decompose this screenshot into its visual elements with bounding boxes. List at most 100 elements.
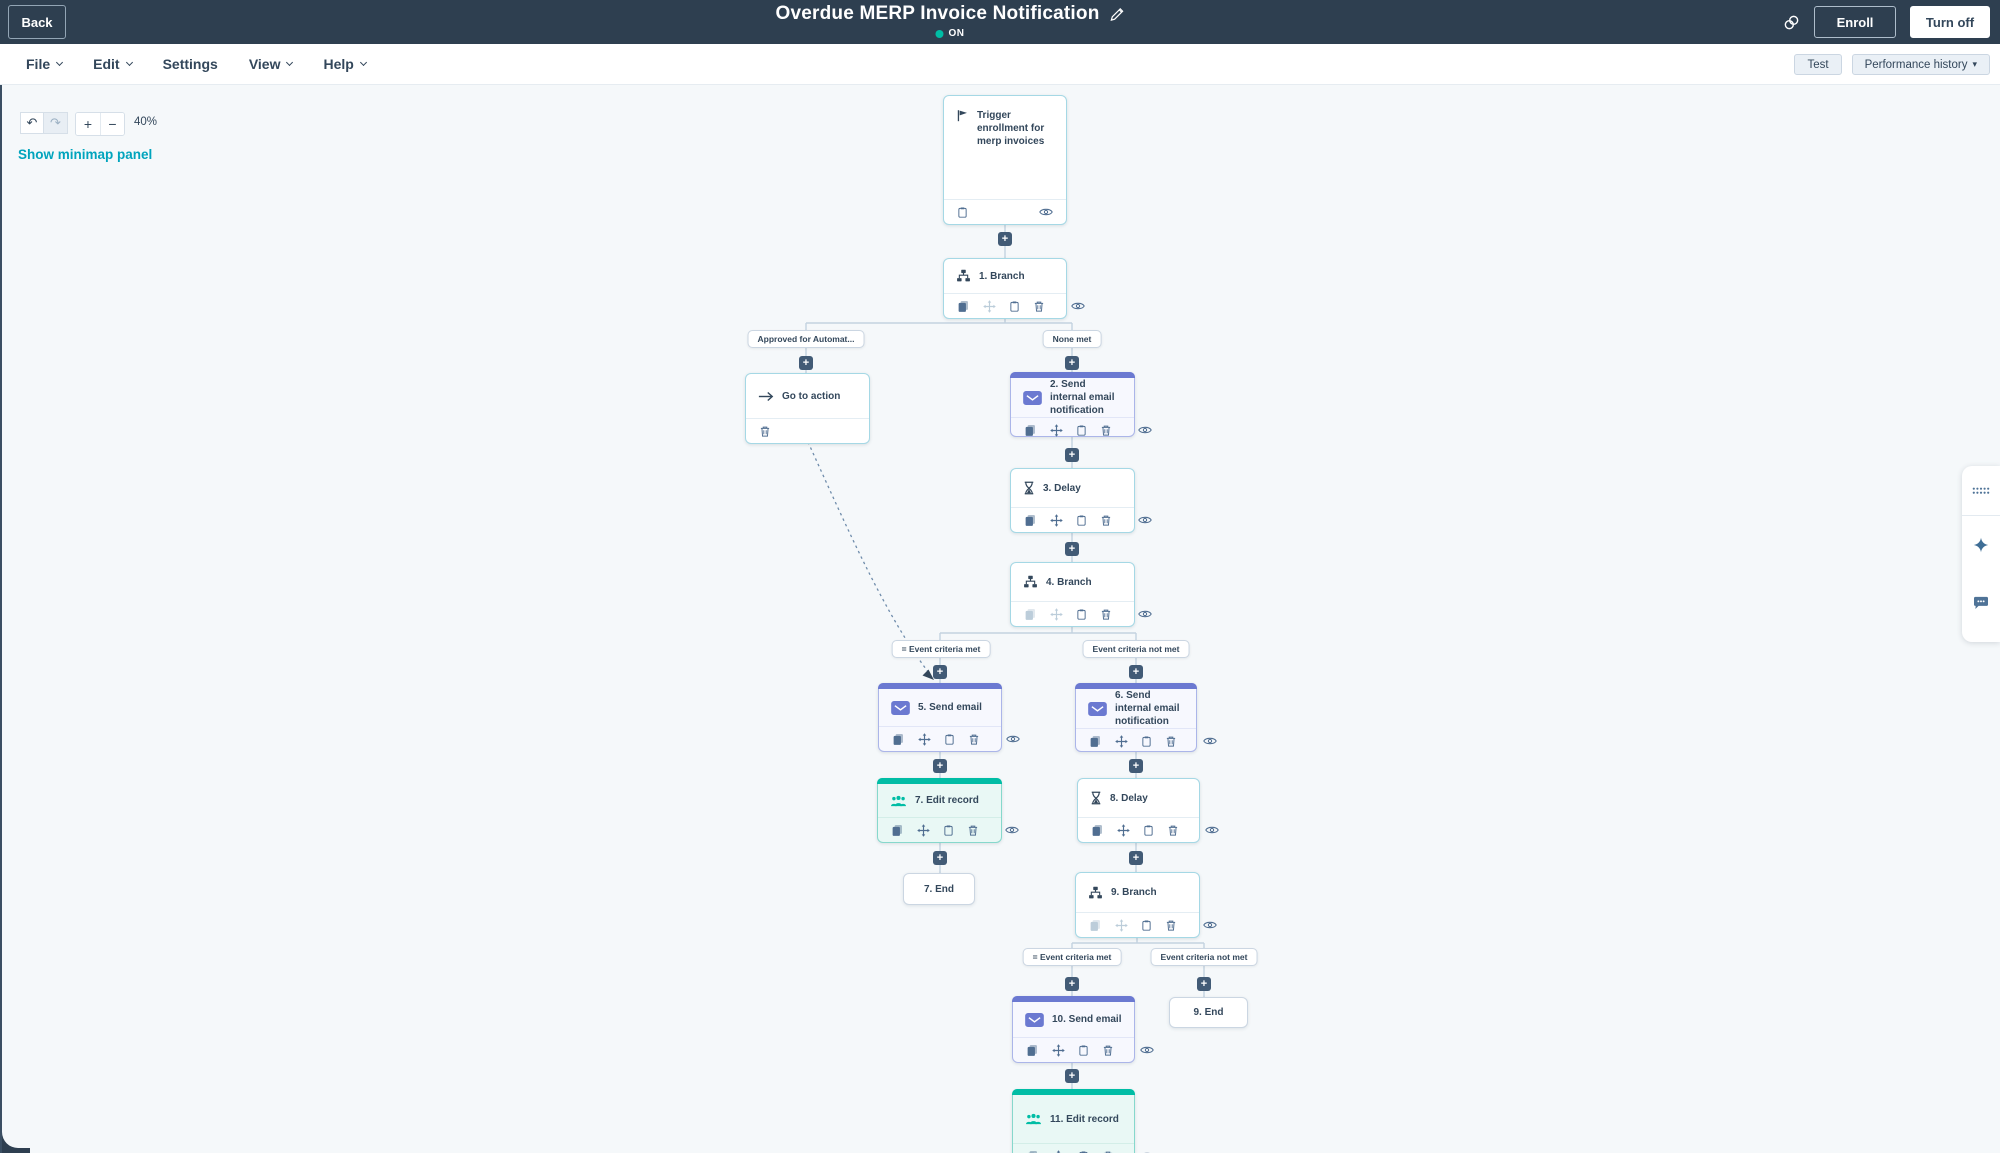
copy-icon[interactable] [1009,300,1020,313]
eye-icon[interactable] [1205,825,1219,835]
delete-icon[interactable] [759,425,771,438]
add-action-button[interactable]: + [799,356,813,370]
add-action-button[interactable]: + [1065,542,1079,556]
add-action-button[interactable]: + [1197,977,1211,991]
menu-help[interactable]: Help [323,56,367,72]
zoom-out-button[interactable]: − [100,113,124,135]
eye-icon[interactable] [1203,920,1217,930]
node-trigger[interactable]: Trigger enrollment for merp invoices [943,95,1067,225]
branch-label-criteria-met[interactable]: = Event criteria met [1022,948,1122,966]
copy-icon[interactable] [944,733,955,746]
eye-icon[interactable] [1140,1045,1154,1055]
copy-icon[interactable] [1076,514,1087,527]
move-icon[interactable] [1115,734,1128,748]
eye-icon[interactable] [1138,515,1152,525]
enroll-button[interactable]: Enroll [1814,6,1896,38]
delete-icon[interactable] [1100,514,1112,527]
clone-icon[interactable] [892,733,905,746]
move-icon[interactable] [1052,1043,1065,1057]
copy-icon[interactable] [1143,824,1154,837]
branch-label-criteria-not-met[interactable]: Event criteria not met [1150,948,1258,966]
move-icon[interactable] [917,823,930,837]
copy-icon[interactable] [1078,1150,1089,1153]
add-action-button[interactable]: + [1065,977,1079,991]
node-end-7[interactable]: 7. End [903,873,975,905]
clone-icon[interactable] [1089,735,1102,748]
clone-icon[interactable] [1026,1044,1039,1057]
branch-label-approved[interactable]: Approved for Automat... [747,330,865,348]
eye-icon[interactable] [1071,301,1085,311]
copy-icon[interactable] [1141,919,1152,932]
delete-icon[interactable] [1165,735,1177,748]
move-icon[interactable] [918,732,931,746]
node-send-internal-email-2[interactable]: 2. Send internal email notification [1010,372,1152,437]
clone-icon[interactable] [1024,514,1037,527]
delete-icon[interactable] [1102,1044,1114,1057]
clone-icon[interactable] [1024,424,1037,437]
delete-icon[interactable] [1100,424,1112,437]
move-icon[interactable] [1050,513,1063,527]
node-branch-9[interactable]: 9. Branch [1075,872,1217,938]
copy-icon[interactable] [1076,424,1087,437]
add-action-button[interactable]: + [933,851,947,865]
delete-icon[interactable] [967,824,979,837]
delete-icon[interactable] [1102,1150,1114,1153]
delete-icon[interactable] [1033,300,1045,313]
add-action-button[interactable]: + [933,759,947,773]
performance-history-button[interactable]: Performance history▾ [1851,54,1990,75]
eye-icon[interactable] [1203,736,1217,746]
copy-icon[interactable] [1141,735,1152,748]
delete-icon[interactable] [1100,608,1112,621]
copy-icon[interactable] [957,206,968,219]
node-send-email-10[interactable]: 10. Send email [1012,996,1154,1063]
eye-icon[interactable] [1005,825,1019,835]
move-icon[interactable] [1050,423,1063,437]
node-go-to-action[interactable]: Go to action [745,373,870,444]
turn-off-button[interactable]: Turn off [1910,6,1990,38]
menu-settings[interactable]: Settings [163,56,218,72]
clone-icon[interactable] [1026,1150,1039,1153]
branch-label-criteria-not-met[interactable]: Event criteria not met [1082,640,1190,658]
show-minimap-link[interactable]: Show minimap panel [18,147,153,162]
node-edit-record-7[interactable]: 7. Edit record [877,778,1019,843]
delete-icon[interactable] [1167,824,1179,837]
node-delay-3[interactable]: 3. Delay [1010,468,1152,533]
branch-label-criteria-met[interactable]: = Event criteria met [891,640,991,658]
add-action-button[interactable]: + [1065,356,1079,370]
add-action-button[interactable]: + [933,665,947,679]
menu-file[interactable]: File [26,56,64,72]
feedback-chat-button[interactable] [1962,574,2000,632]
add-action-button[interactable]: + [998,232,1012,246]
node-send-email-5[interactable]: 5. Send email [878,683,1020,752]
move-icon[interactable] [1117,823,1130,837]
node-delay-8[interactable]: 8. Delay [1077,778,1219,843]
eye-icon[interactable] [1138,425,1152,435]
clone-icon[interactable] [957,300,970,313]
copy-icon[interactable] [1078,1044,1089,1057]
back-button[interactable]: Back [8,5,66,39]
eye-icon[interactable] [1039,207,1053,217]
add-action-button[interactable]: + [1065,448,1079,462]
menu-view[interactable]: View [249,56,294,72]
link-icon[interactable] [1783,14,1800,31]
redo-button[interactable]: ↷ [44,112,68,134]
add-action-button[interactable]: + [1065,1069,1079,1083]
delete-icon[interactable] [968,733,980,746]
node-end-9[interactable]: 9. End [1169,997,1248,1028]
add-action-button[interactable]: + [1129,759,1143,773]
eye-icon[interactable] [1006,734,1020,744]
panel-drag-handle[interactable] [1962,466,2000,516]
clone-icon[interactable] [891,824,904,837]
pencil-icon[interactable] [1110,7,1125,22]
zoom-in-button[interactable]: + [76,113,100,135]
node-send-internal-email-6[interactable]: 6. Send internal email notification [1075,683,1217,752]
undo-button[interactable]: ↶ [20,112,44,134]
menu-edit[interactable]: Edit [93,56,133,72]
test-button[interactable]: Test [1794,54,1842,75]
eye-icon[interactable] [1138,609,1152,619]
node-edit-record-11[interactable]: 11. Edit record [1012,1089,1150,1153]
copy-icon[interactable] [943,824,954,837]
move-icon[interactable] [1052,1149,1065,1153]
ai-assistant-button[interactable] [1962,516,2000,574]
node-branch-1[interactable]: 1. Branch [943,258,1085,319]
